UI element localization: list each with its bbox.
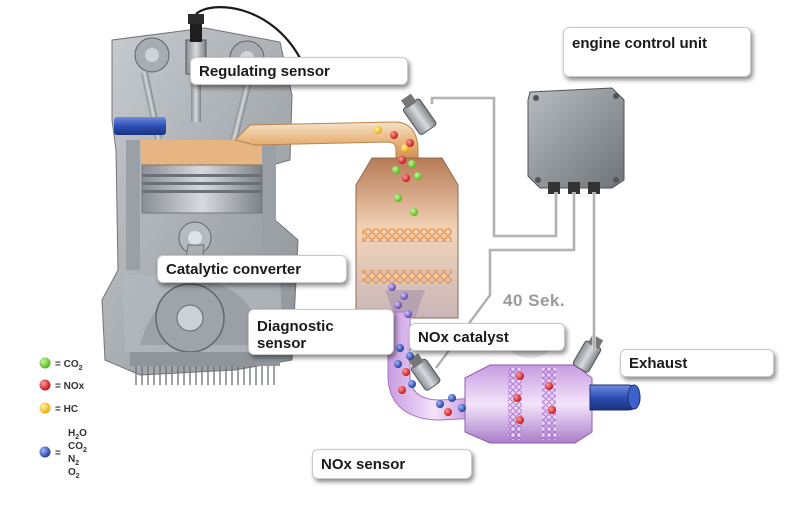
legend-hc-swatch [39, 402, 51, 414]
legend-products-equals: = [55, 448, 61, 459]
engine [101, 6, 301, 385]
legend-products-formulas: H2O CO2 N2 O2 [68, 428, 87, 480]
diagnostic-sensor [408, 353, 441, 391]
svg-text:O2: O2 [68, 467, 80, 480]
callout-catalytic-converter: Catalytic converter [157, 255, 347, 283]
callout-nox-sensor: NOx sensor [312, 449, 472, 479]
regulating-sensor [401, 93, 437, 135]
legend-co2-label: = CO2 [55, 359, 83, 372]
gas-molecules [374, 126, 556, 424]
nox-sensor [572, 334, 604, 373]
callout-exhaust: Exhaust [620, 349, 774, 377]
legend-hc-label: = HC [55, 404, 78, 415]
catalytic-converter-label: Catalytic converter [166, 260, 302, 278]
exhaust-label: Exhaust [629, 354, 688, 372]
timer-label: 40 Sek. [503, 291, 566, 310]
legend-products-swatch [39, 446, 51, 458]
callout-engine-control-unit: engine control unit [563, 27, 751, 77]
callout-nox-catalyst: NOx catalyst [409, 323, 565, 351]
legend: = CO2 = NOx = HC = H2O CO2 N2 O2 [39, 357, 87, 480]
svg-text:CO2: CO2 [68, 441, 87, 454]
diagnostic-sensor-label: Diagnostic sensor [257, 318, 334, 352]
nox-sensor-label: NOx sensor [321, 455, 406, 473]
engine-control-unit-label: engine control unit [572, 35, 707, 52]
svg-text:N2: N2 [68, 454, 79, 467]
svg-text:H2O: H2O [68, 428, 87, 441]
regulating-sensor-label: Regulating sensor [199, 62, 330, 80]
engine-control-unit [527, 87, 625, 194]
legend-nox-label: = NOx [55, 381, 85, 392]
catalytic-converter [355, 157, 459, 319]
legend-nox-swatch [39, 379, 51, 391]
nox-catalyst [464, 364, 593, 444]
callout-diagnostic-sensor: Diagnostic sensor [248, 309, 394, 355]
nox-catalyst-label: NOx catalyst [418, 328, 509, 346]
legend-co2-swatch [39, 357, 51, 369]
callout-regulating-sensor: Regulating sensor [190, 57, 408, 85]
